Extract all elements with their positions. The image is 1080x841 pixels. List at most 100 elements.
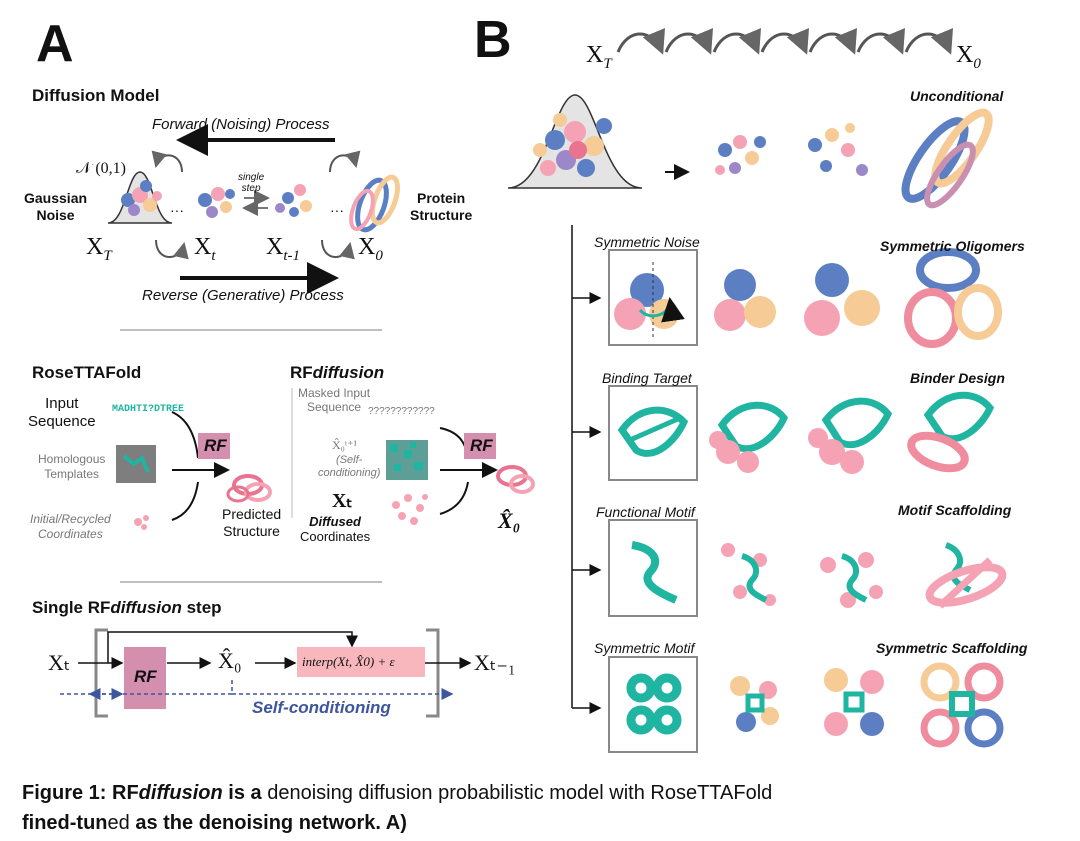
loop-arrow-top-right — [329, 150, 361, 173]
sym-motif-glyph — [626, 673, 682, 735]
rf-label-rfdiffusion: RF — [470, 436, 493, 455]
ellipsis-right: ··· — [330, 202, 344, 218]
sym-noise-glyph — [614, 262, 685, 338]
sym-scaffold-structure — [920, 662, 1004, 748]
recycled-coords-dots — [134, 515, 149, 530]
noise-cloud-big — [533, 113, 612, 177]
row-2-input-title: Binding Target — [602, 370, 692, 386]
noise-cloud-xt — [198, 187, 235, 218]
unconditional-step-2 — [808, 123, 868, 176]
selfcond-label: (Self-conditioning) — [318, 454, 381, 479]
panel-b-letter: B — [474, 11, 512, 69]
step-xt-1: Xₜ₋₁ — [474, 650, 516, 675]
sym-oligo-step-1 — [714, 269, 776, 331]
masked-sequence-text: ???????????? — [368, 406, 435, 417]
single-step-title: Single RFdiffusion step — [32, 598, 222, 617]
row-3-output-title: Motif Scaffolding — [898, 502, 1012, 518]
motif-scaffold-structure — [925, 542, 1007, 609]
loop-arrow-bottom-right — [321, 239, 355, 260]
row-1-input-title: Symmetric Noise — [594, 234, 700, 250]
rf-box-step — [124, 647, 166, 709]
bracket-left — [94, 628, 108, 718]
forward-process-label: Forward (Noising) Process — [152, 116, 330, 133]
step-rf-label: RF — [134, 667, 157, 686]
row-2-output-title: Binder Design — [910, 370, 1005, 386]
rf-box-rfdiffusion — [464, 433, 496, 459]
xt-symbol: Xₜ — [332, 490, 353, 512]
row-4-output-title: Symmetric Scaffolding — [876, 640, 1028, 656]
x0hat-structure-glyph — [496, 465, 535, 494]
unconditional-title: Unconditional — [910, 88, 1004, 104]
noise-cloud-xT — [121, 180, 162, 216]
binder-step-1 — [709, 401, 789, 473]
selfcond-symbol: X̂₀ᵗ⁺¹ — [332, 438, 358, 452]
loop-arrow-top-left — [151, 150, 183, 173]
caption-line-2: fined-tuned as the denoising network. A) — [22, 812, 407, 834]
noise-cloud-xt-1 — [275, 184, 312, 217]
step-x0hat: X̂₀ — [218, 648, 242, 673]
row-3-input-title: Functional Motif — [596, 504, 695, 520]
figure-caption: Figure 1: RFdiffusion is a denoising dif… — [22, 778, 772, 838]
reverse-process-label: Reverse (Generative) Process — [142, 287, 344, 304]
sym-scaffold-step-2 — [824, 668, 884, 736]
binding-target-glyph — [617, 406, 689, 457]
sym-oligo-structure — [904, 248, 1002, 348]
rf-box-rosettafold — [198, 433, 230, 459]
interp-box — [297, 647, 425, 677]
selfcond-square-pattern — [390, 442, 423, 471]
binder-structure — [907, 391, 995, 473]
sym-scaffold-step-1 — [730, 676, 779, 732]
label-xt-1: Xt-1 — [266, 234, 301, 264]
input-box-4 — [608, 656, 698, 753]
interp-label: interp(Xt, X̂0) + ε — [302, 654, 395, 669]
selfcond-step-label: Self-conditioning — [252, 698, 391, 717]
unconditional-step-1 — [715, 135, 766, 175]
chain-xT: XT — [586, 42, 612, 72]
label-x0: X0 — [358, 234, 383, 264]
label-xT: XT — [86, 234, 112, 264]
motif-step-1 — [721, 543, 776, 606]
binder-step-2 — [808, 397, 893, 474]
unconditional-structure — [901, 108, 993, 209]
input-sequence-text: MADHTI?DTREE — [112, 404, 185, 415]
skip-connection — [107, 631, 358, 663]
panel-a-letter: A — [36, 15, 74, 73]
chain-x0: X0 — [956, 42, 981, 72]
bracket-right — [426, 628, 440, 718]
normal-dist-label: 𝒩 (0,1) — [76, 160, 126, 177]
sym-oligo-step-2 — [804, 263, 880, 336]
x0hat-output: X̂₀ — [498, 508, 521, 533]
ellipsis-left: ··· — [170, 202, 184, 218]
label-xt: Xt — [194, 234, 216, 264]
step-xt: Xₜ — [48, 650, 71, 675]
loop-arrow-bottom-left — [155, 239, 189, 260]
row-4-input-title: Symmetric Motif — [594, 640, 695, 656]
diffusion-model-title: Diffusion Model — [32, 86, 160, 105]
rosettafold-title: RoseTTAFold — [32, 363, 142, 382]
functional-motif-glyph — [631, 541, 678, 604]
templates-glyph — [122, 454, 150, 473]
rf-merge-line-1 — [171, 411, 199, 459]
rfd-merge-line-1 — [439, 427, 469, 459]
diffusion-chain-arrows — [616, 27, 953, 55]
motif-step-2 — [820, 552, 883, 608]
caption-line-1: Figure 1: RFdiffusion is a denoising dif… — [22, 782, 773, 804]
protein-structure-x0 — [349, 174, 400, 233]
rfdiffusion-title: RFdiffusion — [290, 363, 385, 382]
rf-merge-line-3 — [171, 481, 199, 521]
predicted-structure-glyph — [226, 474, 272, 503]
rf-label-rosettafold: RF — [204, 436, 227, 455]
row-1-output-title: Symmetric Oligomers — [880, 238, 1025, 254]
rfd-merge-line-3 — [439, 481, 469, 515]
diffused-coords-dots — [392, 494, 428, 525]
